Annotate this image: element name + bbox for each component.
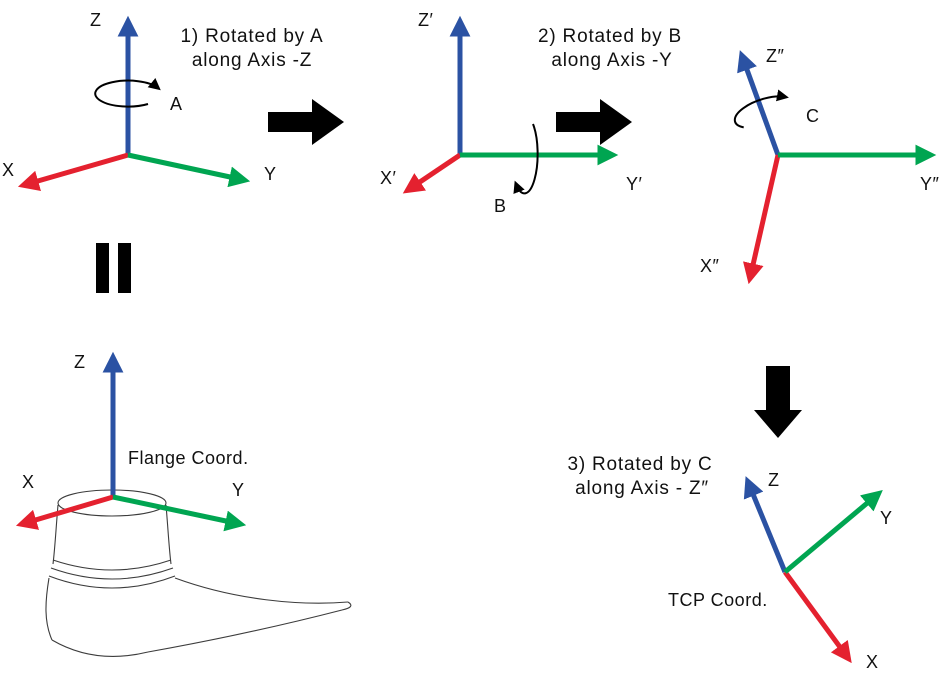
frame3-rotation-arc-icon bbox=[733, 89, 789, 129]
frame3-z-label: Z″ bbox=[766, 46, 784, 66]
frame2-y-label: Y′ bbox=[626, 174, 643, 194]
arm-lower-line bbox=[147, 609, 343, 653]
frame1-rotation-label: A bbox=[170, 94, 182, 114]
equals-bar-left bbox=[96, 243, 109, 293]
flange-z-label: Z bbox=[74, 352, 86, 372]
wrist-bottom-curve bbox=[51, 639, 149, 657]
flange-y-label: Y bbox=[232, 480, 245, 500]
wrist-left-edge bbox=[45, 577, 53, 641]
step3-caption-line2: along Axis - Z″ bbox=[575, 478, 709, 499]
step2-to-step3-arrow-icon bbox=[556, 99, 632, 145]
flange-frame-group: Z X Y Flange Coord. bbox=[15, 351, 249, 532]
frame1-group: Z X Y A 1) Rotated by A along Axis -Z bbox=[2, 10, 324, 192]
tcp-z-axis bbox=[743, 476, 788, 573]
step1-to-step2-arrow-icon bbox=[268, 99, 344, 145]
step2-caption-line2: along Axis -Y bbox=[551, 50, 672, 71]
flange-coord-title: Flange Coord. bbox=[128, 448, 249, 468]
step1-caption-line2: along Axis -Z bbox=[192, 50, 312, 71]
frame2-group: Z′ X′ Y′ B 2) Rotated by B along Axis -Y bbox=[380, 10, 682, 216]
tcp-y-axis bbox=[783, 489, 883, 574]
flange-x-label: X bbox=[22, 472, 35, 492]
step3-caption-line1: 3) Rotated by C bbox=[567, 454, 712, 475]
tcp-x-axis bbox=[782, 570, 852, 664]
arm-end-curve bbox=[341, 601, 352, 611]
frame2-rotation-arc-icon bbox=[513, 123, 539, 195]
frame2-rotation-label: B bbox=[494, 196, 506, 216]
flange-side-right bbox=[165, 504, 172, 565]
frame1-x-axis bbox=[17, 152, 129, 192]
equals-bar-right bbox=[118, 243, 131, 293]
flange-ring-2 bbox=[50, 567, 174, 580]
step2-caption-line1: 2) Rotated by B bbox=[538, 26, 682, 47]
tcp-y-label: Y bbox=[880, 508, 893, 528]
frame3-rotation-label: C bbox=[806, 106, 819, 126]
tcp-x-label: X bbox=[866, 652, 879, 672]
frame1-y-label: Y bbox=[264, 164, 277, 184]
tcp-frame-group: Z X Y TCP Coord. bbox=[668, 470, 893, 672]
frame3-y-label: Y″ bbox=[920, 174, 940, 194]
frame1-y-axis bbox=[127, 152, 251, 188]
tcp-coord-title: TCP Coord. bbox=[668, 590, 768, 610]
step1-caption-line1: 1) Rotated by A bbox=[181, 26, 324, 47]
frame3-z-axis bbox=[737, 50, 781, 156]
frame1-x-label: X bbox=[2, 160, 15, 180]
frame1-z-label: Z bbox=[90, 10, 102, 30]
frame3-x-axis bbox=[743, 154, 781, 285]
equals-sign-icon bbox=[96, 243, 131, 293]
step3-down-arrow-icon bbox=[754, 366, 802, 438]
frame2-x-axis bbox=[402, 152, 462, 194]
arm-upper-line bbox=[174, 577, 349, 604]
tcp-z-label: Z bbox=[768, 470, 780, 490]
frame3-x-label: X″ bbox=[700, 256, 720, 276]
frame2-z-label: Z′ bbox=[418, 10, 433, 30]
flange-sketch bbox=[45, 489, 352, 657]
flange-ring-3 bbox=[48, 575, 176, 589]
flange-x-axis bbox=[15, 494, 114, 530]
frame1-rotation-arc-icon bbox=[94, 78, 161, 108]
flange-ring-1 bbox=[52, 559, 172, 571]
frame2-x-label: X′ bbox=[380, 168, 397, 188]
flange-y-axis bbox=[112, 494, 247, 532]
frame3-group: Z″ X″ Y″ C bbox=[700, 46, 940, 285]
